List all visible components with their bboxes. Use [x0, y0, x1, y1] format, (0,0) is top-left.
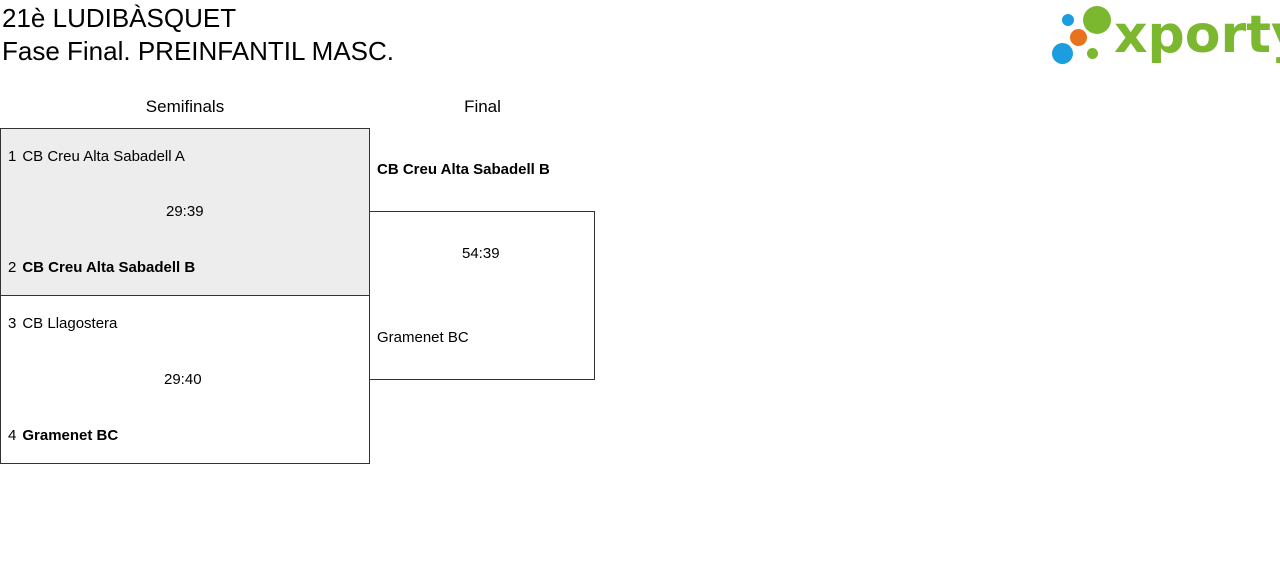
semifinal-1-team-2: 2 CB Creu Alta Sabadell B	[8, 258, 195, 278]
semifinal-1-team-1: 1 CB Creu Alta Sabadell A	[8, 147, 185, 167]
team-seed: 4	[8, 427, 17, 444]
team-seed: 2	[8, 259, 17, 276]
team-name: CB Creu Alta Sabadell A	[22, 148, 185, 165]
logo-dot-icon	[1070, 29, 1087, 46]
logo-dot-icon	[1087, 48, 1098, 59]
team-seed: 1	[8, 148, 17, 165]
logo-dot-icon	[1062, 14, 1074, 26]
semifinal-match-1[interactable]: 1 CB Creu Alta Sabadell A 29:39 2 CB Creu …	[0, 128, 370, 296]
semifinal-1-score: 29:39	[166, 203, 204, 220]
final-match[interactable]: 54:39 Gramenet BC	[369, 211, 595, 380]
team-name: Gramenet BC	[377, 329, 469, 346]
team-name: CB Llagostera	[22, 315, 118, 332]
semifinal-2-team-1: 3 CB Llagostera	[8, 314, 117, 334]
semifinal-2-score: 29:40	[164, 371, 202, 388]
team-seed: 3	[8, 315, 17, 332]
team-name: Gramenet BC	[22, 427, 119, 444]
page-title: 21è LUDIBÀSQUET	[2, 3, 237, 33]
final-team-2: Gramenet BC	[377, 328, 469, 348]
page-subtitle: Fase Final. PREINFANTIL MASC.	[2, 36, 395, 66]
final-score: 54:39	[462, 245, 500, 262]
semifinals-heading: Semifinals	[145, 97, 225, 116]
semifinal-match-2[interactable]: 3 CB Llagostera 29:40 4 Gramenet BC	[0, 295, 370, 464]
logo-dot-icon	[1083, 6, 1111, 34]
team-name: CB Creu Alta Sabadell B	[377, 161, 550, 178]
team-name: CB Creu Alta Sabadell B	[22, 259, 196, 276]
final-heading: Final	[464, 97, 501, 116]
logo-text: xporty	[1114, 5, 1280, 65]
semifinal-2-team-2: 4 Gramenet BC	[8, 426, 118, 446]
logo-dot-icon	[1052, 43, 1073, 64]
xporty-logo[interactable]: xporty	[1050, 4, 1280, 68]
final-team-1: CB Creu Alta Sabadell B	[377, 160, 550, 180]
